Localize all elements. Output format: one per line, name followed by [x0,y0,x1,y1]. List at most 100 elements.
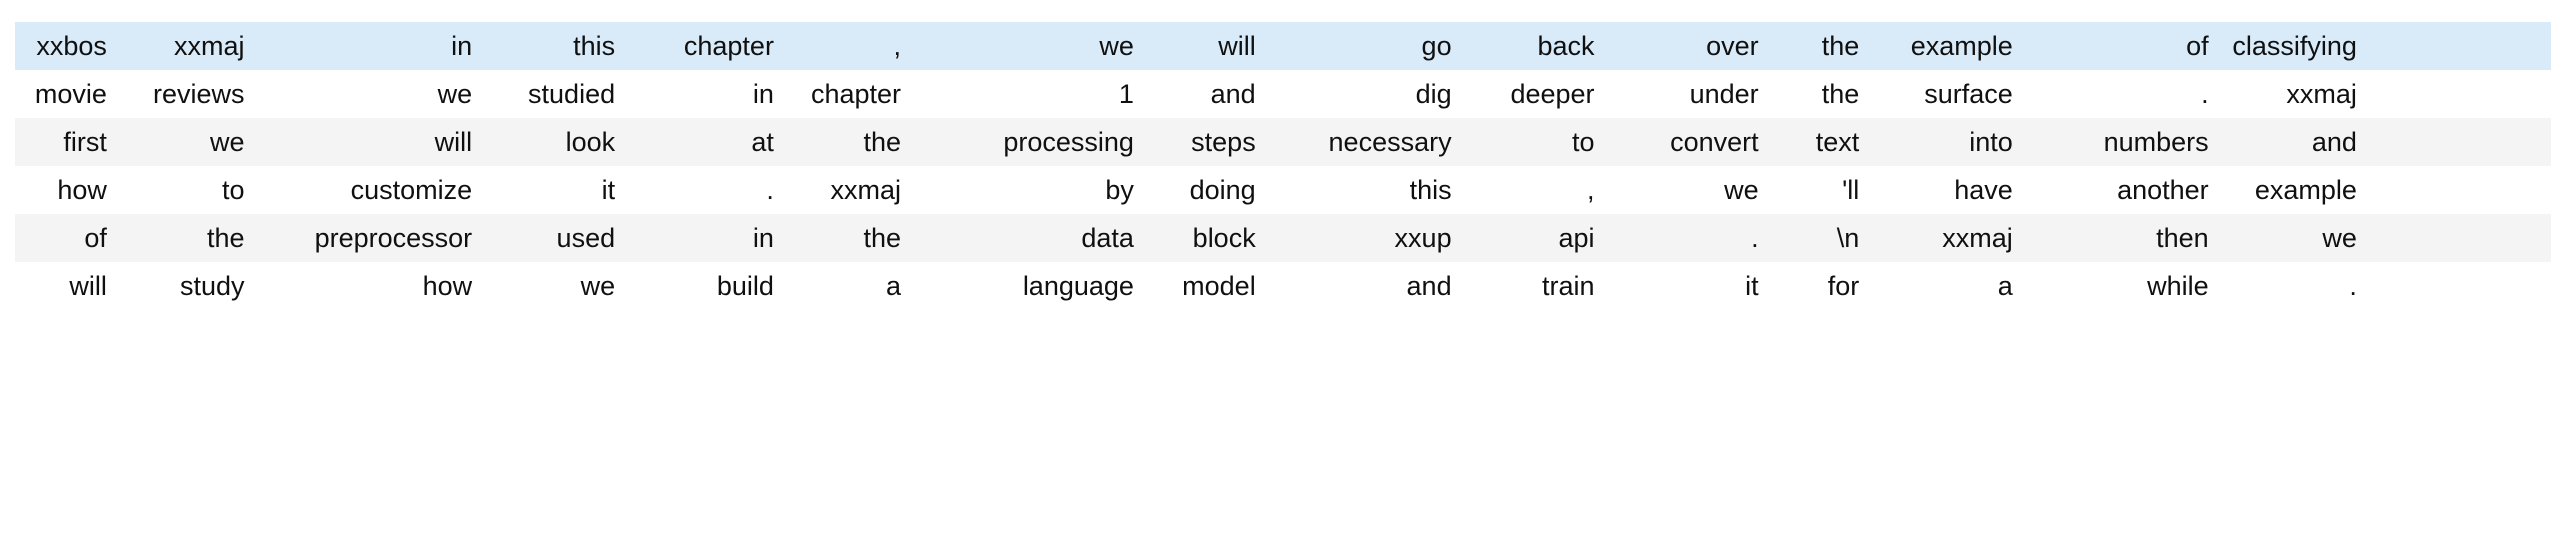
tokenized-text-table: xxbos xxmaj in this chapter , we will go… [15,22,2551,310]
table-body: xxbos xxmaj in this chapter , we will go… [15,22,2551,310]
token-cell: , [787,22,915,70]
token-cell: example [1873,22,2027,70]
token-cell: back [1465,22,1609,70]
token-cell: will [258,118,487,166]
token-cell: over [1608,22,1773,70]
token-cell: model [1147,262,1270,310]
token-cell: we [258,70,487,118]
token-cell: first [15,118,121,166]
token-cell: api [1465,214,1609,262]
table-row: of the preprocessor used in the data blo… [15,214,2551,262]
token-cell: necessary [1269,118,1466,166]
token-cell: a [787,262,915,310]
token-cell: deeper [1465,70,1609,118]
token-cell: customize [258,166,487,214]
token-cell: xxmaj [2222,70,2371,118]
token-cell: study [120,262,259,310]
token-cell: then [2026,214,2223,262]
token-cell: studied [486,70,630,118]
token-cell: used [486,214,630,262]
table-row: first we will look at the processing ste… [15,118,2551,166]
token-cell: xxmaj [120,22,259,70]
token-cell: xxup [1269,214,1466,262]
table-row: how to customize it . xxmaj by doing thi… [15,166,2551,214]
token-cell: at [629,118,788,166]
token-cell: convert [1608,118,1773,166]
tokenized-text-table-container: xxbos xxmaj in this chapter , we will go… [15,22,2551,310]
token-cell-empty [2370,22,2551,70]
token-cell: in [258,22,487,70]
token-cell: look [486,118,630,166]
token-cell: train [1465,262,1609,310]
token-cell: to [120,166,259,214]
token-cell: steps [1147,118,1270,166]
table-row: xxbos xxmaj in this chapter , we will go… [15,22,2551,70]
token-cell: by [915,166,1148,214]
token-cell: this [486,22,630,70]
token-cell-empty [2370,166,2551,214]
token-cell: we [1608,166,1773,214]
token-cell: we [120,118,259,166]
token-cell: while [2026,262,2223,310]
token-cell: a [1873,262,2027,310]
token-cell: example [2222,166,2371,214]
token-cell: . [2026,70,2223,118]
token-cell-empty [2370,262,2551,310]
table-row: movie reviews we studied in chapter 1 an… [15,70,2551,118]
token-cell-empty [2370,214,2551,262]
token-cell: language [915,262,1148,310]
token-cell: will [15,262,121,310]
token-cell: another [2026,166,2223,214]
token-cell: have [1873,166,2027,214]
token-cell: will [1147,22,1270,70]
token-cell: the [787,118,915,166]
token-cell: we [486,262,630,310]
token-cell: how [15,166,121,214]
token-cell: we [915,22,1148,70]
token-cell: in [629,70,788,118]
token-cell: doing [1147,166,1270,214]
token-cell: chapter [629,22,788,70]
token-cell-empty [2370,70,2551,118]
token-cell: we [2222,214,2371,262]
token-cell: build [629,262,788,310]
token-cell: processing [915,118,1148,166]
token-cell: preprocessor [258,214,487,262]
token-cell: text [1772,118,1874,166]
token-cell: in [629,214,788,262]
table-row: will study how we build a language model… [15,262,2551,310]
token-cell: this [1269,166,1466,214]
token-cell: and [1147,70,1270,118]
token-cell: . [2222,262,2371,310]
token-cell: of [2026,22,2223,70]
token-cell: 'll [1772,166,1874,214]
token-cell: numbers [2026,118,2223,166]
token-cell: it [486,166,630,214]
token-cell: for [1772,262,1874,310]
token-cell: under [1608,70,1773,118]
token-cell: block [1147,214,1270,262]
token-cell: xxbos [15,22,121,70]
token-cell: the [787,214,915,262]
token-cell: reviews [120,70,259,118]
token-cell: chapter [787,70,915,118]
token-cell: the [1772,70,1874,118]
token-cell: and [1269,262,1466,310]
token-cell: dig [1269,70,1466,118]
token-cell: 1 [915,70,1148,118]
token-cell: xxmaj [787,166,915,214]
token-cell: how [258,262,487,310]
token-cell: the [120,214,259,262]
token-cell: of [15,214,121,262]
token-cell: data [915,214,1148,262]
token-cell: go [1269,22,1466,70]
token-cell: , [1465,166,1609,214]
token-cell: it [1608,262,1773,310]
token-cell: the [1772,22,1874,70]
token-cell: into [1873,118,2027,166]
token-cell: . [629,166,788,214]
token-cell: and [2222,118,2371,166]
token-cell-empty [2370,118,2551,166]
token-cell: movie [15,70,121,118]
token-cell: xxmaj [1873,214,2027,262]
